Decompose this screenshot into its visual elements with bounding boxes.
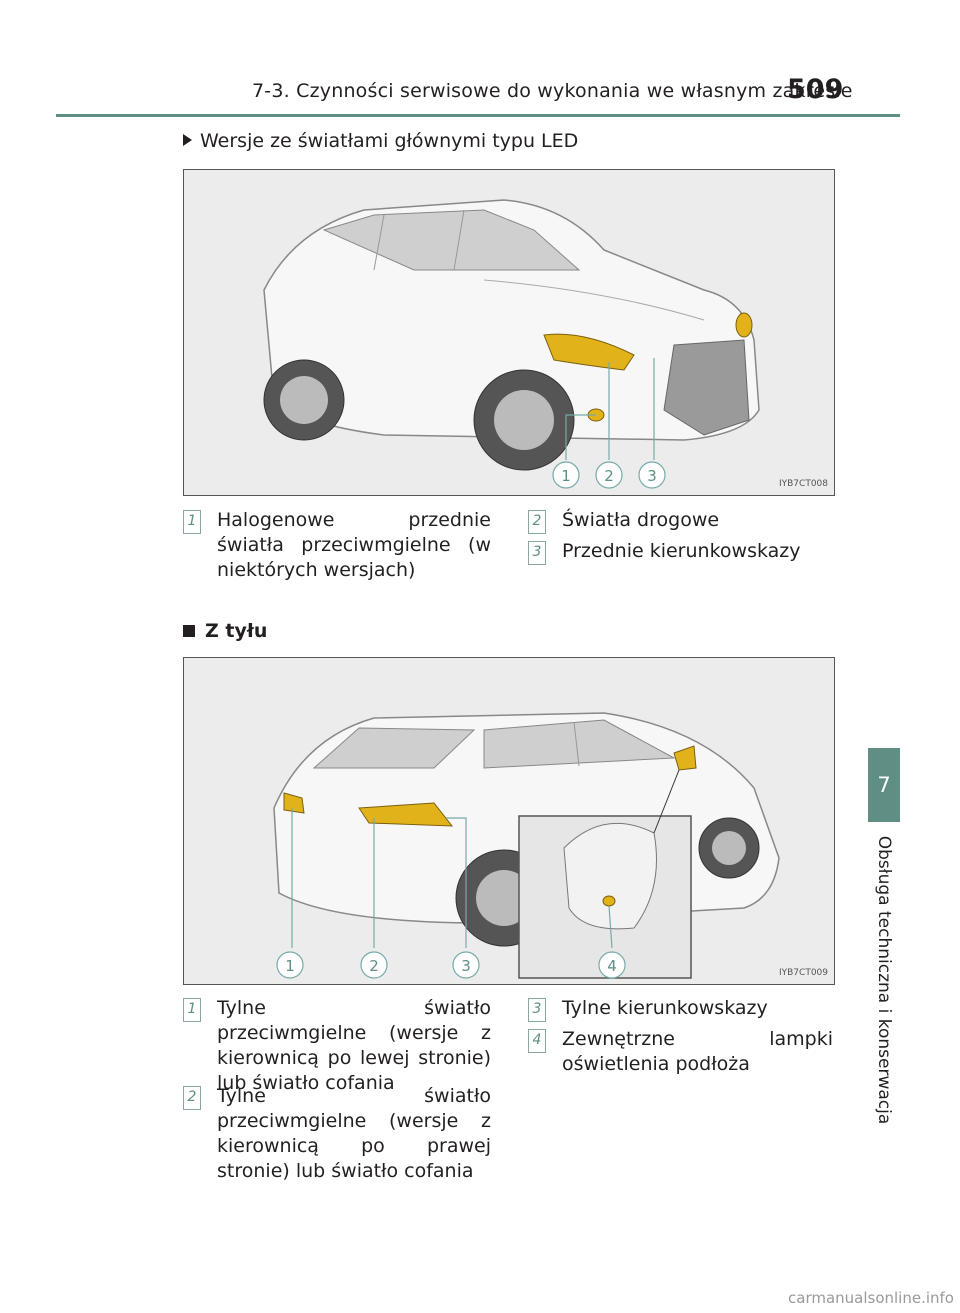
header-divider <box>56 114 900 117</box>
front-item-1: 1 Halogenowe przednie światła przeciwmgi… <box>183 508 491 583</box>
rear-item-2: 2 Tylne światło przeciwmgielne (wersje z… <box>183 1084 491 1184</box>
item-text: Tylne światło przeciwmgielne (wersje z k… <box>217 1085 491 1182</box>
chapter-label-container: Obsługa techniczna i konserwacja <box>844 830 924 1130</box>
section-heading-front: Wersje ze światłami głównymi typu LED <box>183 130 578 152</box>
item-text: Zewnętrzne lampki oświetlenia podłoża <box>562 1028 833 1075</box>
rear-callout-1: 1 <box>285 957 295 975</box>
figure-code-front: IYB7CT008 <box>778 479 828 489</box>
item-number-badge: 3 <box>528 998 546 1022</box>
front-car-drawing: 1 2 3 <box>263 199 760 489</box>
item-text: Halogenowe przednie światła przeciwmgiel… <box>217 509 491 581</box>
section-heading-rear: Z tyłu <box>183 620 267 642</box>
callout-group-front: 1 2 3 <box>552 461 666 489</box>
front-item-2: 2 Światła drogowe <box>528 508 833 534</box>
rear-car-illustration: 1 2 3 4 IYB7CT009 <box>183 657 835 985</box>
rear-item-3: 3 Tylne kierunkowskazy <box>528 996 833 1022</box>
item-number-badge: 3 <box>528 541 546 565</box>
item-text: Przednie kierunkowskazy <box>562 540 801 562</box>
front-callout-1: 1 <box>561 467 571 485</box>
page-header-title: 7-3. Czynności serwisowe do wykonania we… <box>252 80 853 102</box>
item-number-badge: 1 <box>183 510 201 534</box>
front-callout-3: 3 <box>647 467 657 485</box>
rear-item-1: 1 Tylne światło przeciwmgielne (wersje z… <box>183 996 491 1096</box>
figure-code-rear: IYB7CT009 <box>778 968 828 978</box>
front-callout-2: 2 <box>604 467 614 485</box>
square-bullet-icon <box>183 625 195 637</box>
watermark-link[interactable]: carmanualsonline.info <box>788 1289 954 1307</box>
item-number-badge: 1 <box>183 998 201 1022</box>
rear-item-4: 4 Zewnętrzne lampki oświetlenia podłoża <box>528 1027 833 1077</box>
page-number: 509 <box>787 74 844 105</box>
item-text: Tylne światło przeciwmgielne (wersje z k… <box>217 997 491 1094</box>
rear-callout-4: 4 <box>607 957 617 975</box>
callout-group-rear: 1 2 3 4 <box>276 951 626 979</box>
item-number-badge: 2 <box>528 510 546 534</box>
item-number-badge: 2 <box>183 1086 201 1110</box>
section-front-title: Wersje ze światłami głównymi typu LED <box>200 130 579 152</box>
item-number-badge: 4 <box>528 1029 546 1053</box>
rear-car-drawing: 1 2 3 4 <box>273 712 780 979</box>
item-text: Światła drogowe <box>562 509 720 531</box>
triangle-bullet-icon <box>183 134 192 146</box>
front-item-3: 3 Przednie kierunkowskazy <box>528 539 833 565</box>
section-rear-title: Z tyłu <box>205 620 268 642</box>
rear-callout-3: 3 <box>461 957 471 975</box>
chapter-label: Obsługa techniczna i konserwacja <box>874 835 894 1125</box>
front-car-illustration: 1 2 3 IYB7CT008 <box>183 169 835 496</box>
chapter-tab: 7 <box>868 748 900 822</box>
item-text: Tylne kierunkowskazy <box>562 997 768 1019</box>
rear-callout-2: 2 <box>369 957 379 975</box>
